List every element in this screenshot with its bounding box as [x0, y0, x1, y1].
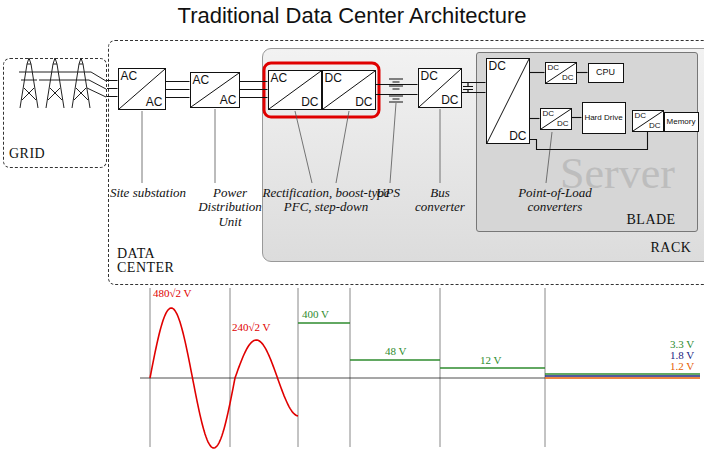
- region-name: DATA CENTER: [117, 247, 197, 275]
- converter-diagonal-line: [419, 69, 461, 107]
- converter-port-label: DC: [355, 96, 372, 108]
- load-name: Hard Drive: [584, 114, 622, 122]
- cpu-box: CPU: [588, 63, 624, 83]
- caption: UPS: [368, 186, 408, 200]
- pol-converter: DCDC: [545, 62, 577, 84]
- power-wire: [240, 82, 268, 98]
- voltage-label: 480√2 V: [153, 287, 192, 299]
- memory-box: Memory: [664, 112, 699, 132]
- voltage-chart-gridlines: [150, 288, 545, 447]
- bus-converter: DCDC: [418, 68, 462, 108]
- converter-port-label: DC: [557, 120, 569, 128]
- load-name: Memory: [667, 118, 696, 126]
- power-wire: [530, 132, 648, 150]
- converter-port-label: DC: [635, 112, 647, 120]
- power-wire: [530, 72, 545, 73]
- pdu-converter: AC AC: [190, 72, 240, 108]
- converter-port-label: DC: [441, 94, 458, 106]
- converter-diagonal-line: [269, 71, 321, 109]
- voltage-label: 1.8 V: [670, 349, 694, 361]
- caption: Bus converter: [405, 186, 475, 215]
- converter-port-label: AC: [271, 72, 288, 84]
- voltage-label: 240√2 V: [232, 321, 271, 333]
- converter-diagonal-line: [487, 59, 529, 143]
- power-wire: [107, 81, 118, 97]
- power-wire: [530, 118, 540, 119]
- region-name: RACK: [651, 241, 692, 255]
- caption: Site substation: [108, 186, 188, 200]
- dc-voltage-levels: [298, 323, 700, 378]
- converter-diagonal-line: [633, 111, 663, 131]
- converter-diagonal-line: [323, 71, 375, 109]
- caption: Rectification, boost-type PFC, step-down: [262, 186, 390, 215]
- highlight-frame: [264, 63, 379, 117]
- substation-converter: AC AC: [118, 68, 166, 110]
- voltage-label: 12 V: [480, 354, 502, 366]
- converter-diagonal-line: [191, 73, 239, 107]
- region-name: BLADE: [627, 213, 676, 227]
- transmission-towers: [19, 58, 106, 108]
- converter-diagonal-line: [119, 69, 165, 109]
- voltage-label: 48 V: [385, 345, 407, 357]
- power-wire: [376, 85, 418, 95]
- converter-port-label: DC: [562, 74, 574, 82]
- region-name: GRID: [9, 147, 45, 161]
- power-wire: [462, 83, 486, 93]
- power-wire: [572, 117, 582, 118]
- load-name: CPU: [596, 68, 615, 77]
- converter-port-label: DC: [509, 130, 526, 142]
- voltage-label: 1.2 V: [670, 360, 694, 372]
- converter-port-label: DC: [325, 72, 342, 84]
- converter-port-label: DC: [421, 70, 438, 82]
- hard-drive-box: Hard Drive: [582, 102, 626, 134]
- power-wire: [577, 72, 588, 73]
- voltage-label: 3.3 V: [670, 338, 694, 350]
- rectifier-converter: AC DC: [268, 70, 322, 110]
- watermark: Server: [560, 152, 675, 196]
- converter-port-label: DC: [489, 60, 506, 72]
- converter-diagonal-line: [546, 63, 576, 83]
- converter-port-label: DC: [548, 64, 560, 72]
- server-input-converter: DC DC: [486, 58, 530, 144]
- voltage-label: 400 V: [302, 308, 329, 320]
- converter-port-label: AC: [121, 70, 138, 82]
- power-wire: [166, 82, 190, 98]
- converter-port-label: DC: [543, 110, 555, 118]
- converter-port-label: AC: [220, 94, 237, 106]
- blade-enclosure: BLADEDCDCDCDCCPUDCDCHard DriveDCDCMemory: [476, 52, 698, 232]
- caption: Power Distribution Unit: [188, 186, 272, 229]
- step-down-converter: DC DC: [322, 70, 376, 110]
- pol-converter: DCDC: [632, 110, 664, 132]
- converter-port-label: AC: [146, 96, 163, 108]
- grid-region: GRID: [3, 58, 107, 168]
- converter-port-label: AC: [193, 74, 210, 86]
- zero-axis: [140, 378, 545, 379]
- converter-diagonal-line: [541, 109, 571, 129]
- converter-port-label: DC: [649, 122, 661, 130]
- pol-converter: DCDC: [540, 108, 572, 130]
- converter-port-label: DC: [301, 96, 318, 108]
- ac-voltage-waveform: [150, 308, 298, 448]
- diagram-title: Traditional Data Center Architecture: [0, 4, 704, 28]
